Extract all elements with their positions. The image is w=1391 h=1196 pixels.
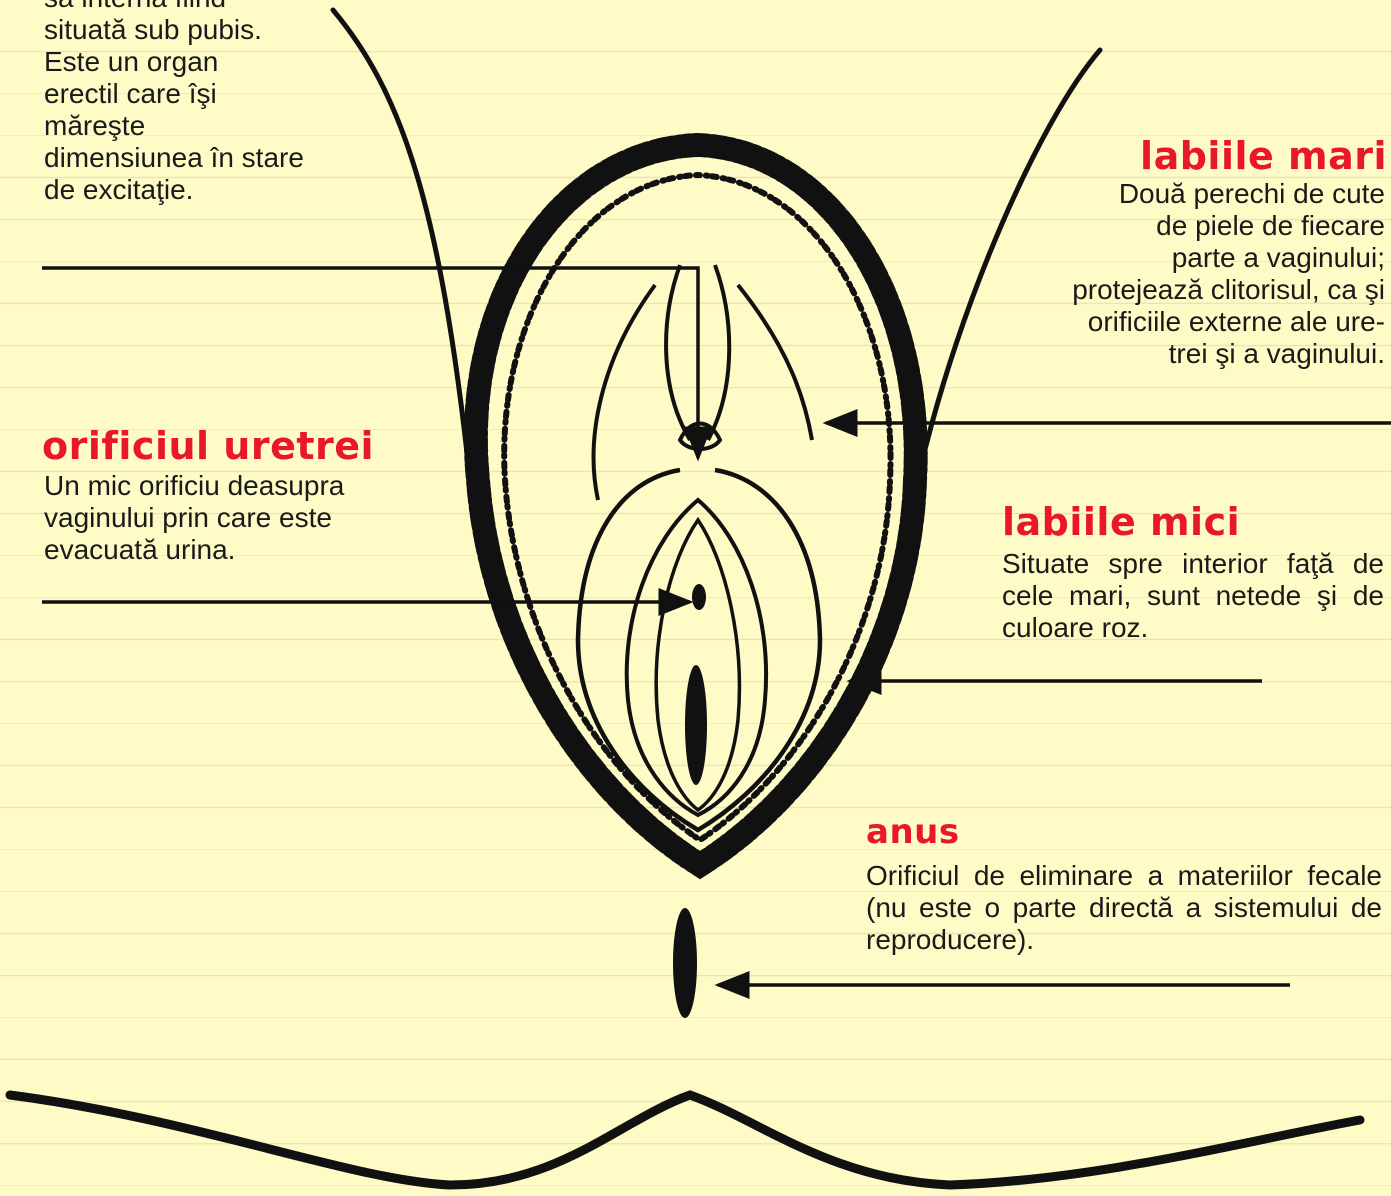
labia-majora-description: Două perechi de cute de piele de fiecare… [965,178,1385,370]
labia-majora-line: de piele de fiecare [965,210,1385,242]
urethra-title: orificiul uretrei [42,424,442,468]
urethra-line: Un mic orificiu deasupra [44,470,424,502]
labia-majora-title: labiile mari [987,134,1387,178]
clitoris-line: să internă fiind [44,0,374,14]
anus-shape [673,908,697,1018]
labia-majora-line: parte a vaginului; [965,242,1385,274]
urethra-line: vaginului prin care este [44,502,424,534]
clitoris-line: situată sub pubis. [44,14,374,46]
clitoral-hood-left [666,265,690,440]
buttocks-outline [10,1095,1360,1185]
clitoral-hood-right [708,265,729,440]
urethra-description: Un mic orificiu deasupra vaginului prin … [44,470,424,566]
labia-majora-line: protejează clitorisul, ca şi [965,274,1385,306]
clitoris-line: Este un organ [44,46,374,78]
hood-outer-right [738,285,812,440]
labia-minora-description: Situate spre interior faţă de cele mari,… [1002,548,1384,644]
clitoris-line: de excitaţie. [44,174,374,206]
urethral-orifice [692,584,706,610]
labia-minora-title: labiile mici [1002,500,1372,544]
clitoris-line: erectil care îşi [44,78,374,110]
anus-title: anus [866,810,1066,854]
clitoris-description: să internă fiind situată sub pubis. Este… [44,0,374,206]
hood-outer-left [594,285,655,500]
clitoris-line: măreşte [44,110,374,142]
anus-description: Orificiul de eliminare a materiilor feca… [866,860,1382,956]
labia-majora-line: trei şi a vaginului. [965,338,1385,370]
vaginal-orifice [685,665,707,785]
labia-majora-line: Două perechi de cute [965,178,1385,210]
clitoris-line: dimensiunea în stare [44,142,374,174]
urethra-line: evacuată urina. [44,534,424,566]
labia-majora-line: orificiile externe ale ure- [965,306,1385,338]
